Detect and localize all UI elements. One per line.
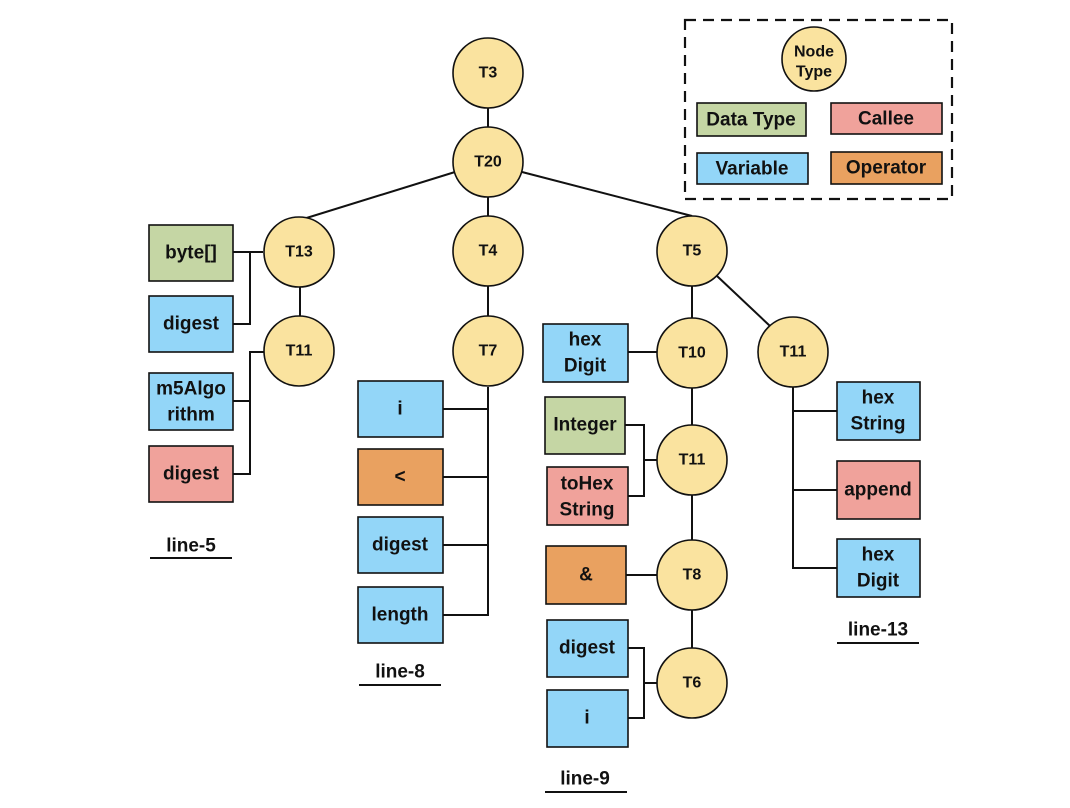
token-digest-var-3: digest [357, 516, 444, 574]
edge-t20-t5 [521, 171, 693, 217]
token-digest-var-4: digest [546, 619, 629, 678]
node-t20: T20 [452, 126, 524, 198]
token-hexstring-label-1: hex [862, 388, 895, 409]
edge-t5-t11c [716, 275, 771, 327]
token-i-2-label: i [584, 708, 589, 729]
legend-node-circle [781, 26, 847, 92]
token-integer-label: Integer [553, 415, 617, 436]
node-t11-line5: T11 [263, 315, 335, 387]
token-i-1: i [357, 380, 444, 438]
node-t3-label: T3 [479, 65, 498, 82]
caption-line-13-label: line-13 [848, 620, 908, 641]
caption-line-13: line-13 [837, 620, 919, 644]
node-t20-label: T20 [474, 154, 502, 171]
node-t13: T13 [263, 216, 335, 288]
node-t6: T6 [656, 647, 728, 719]
token-hexdigit-2-label-1: hex [862, 545, 895, 566]
token-append: append [836, 460, 921, 520]
legend-variable-label: Variable [716, 159, 789, 180]
edge-t20-t13 [299, 171, 456, 221]
node-t4-label: T4 [479, 243, 498, 260]
token-length-label: length [372, 605, 429, 626]
connector-digest4-i2 [628, 647, 645, 719]
line-captions: line-5 line-8 line-9 line-13 [150, 536, 919, 793]
node-t11-line9: T11 [656, 424, 728, 496]
connector-t11a-digest2 [233, 351, 264, 475]
token-integer: Integer [544, 396, 626, 455]
node-t11-line5-label: T11 [286, 343, 313, 360]
caption-line-5-label: line-5 [166, 536, 216, 557]
legend-node-label-1: Node [794, 44, 834, 61]
legend-operator-swatch [830, 151, 943, 185]
node-t5: T5 [656, 215, 728, 287]
token-hexdigit-1-label-1: hex [569, 330, 602, 351]
token-hexdigit-2-label-2: Digit [857, 571, 900, 592]
connector-t7-spine [443, 387, 489, 616]
token-ampersand-label: & [579, 565, 593, 586]
legend: Node Type Data Type Callee Variable Oper… [683, 18, 954, 201]
token-byte-array: byte[] [148, 224, 234, 282]
node-t11-line13-label: T11 [780, 344, 807, 361]
token-digest-var-4-label: digest [559, 638, 616, 659]
node-t4: T4 [452, 215, 524, 287]
node-t13-label: T13 [285, 244, 313, 261]
token-digest-callee: digest [148, 445, 234, 503]
node-t8-label: T8 [683, 567, 702, 584]
token-tohexstring: toHex String [546, 466, 629, 526]
token-hexdigit-1: hex Digit [542, 323, 629, 383]
token-i-2: i [546, 689, 629, 748]
legend-callee-label: Callee [858, 109, 914, 130]
legend-frame [683, 18, 954, 201]
token-length: length [357, 586, 444, 644]
node-t10: T10 [656, 317, 728, 389]
node-t10-label: T10 [678, 345, 706, 362]
connector-t11c-spine [792, 387, 837, 569]
token-digest-var-1: digest [148, 295, 234, 353]
caption-line-9-label: line-9 [560, 769, 610, 790]
token-digest-var-1-label: digest [163, 314, 220, 335]
legend-node-label-2: Type [796, 64, 832, 81]
legend-variable-swatch [696, 152, 809, 185]
node-t8: T8 [656, 539, 728, 611]
token-tohexstring-label-1: toHex [561, 474, 614, 495]
token-digest-var-3-label: digest [372, 535, 429, 556]
legend-callee-swatch [830, 102, 943, 135]
token-hexstring-label-2: String [851, 414, 906, 435]
caption-line-8: line-8 [359, 662, 441, 686]
token-hexdigit-1-label-2: Digit [564, 356, 607, 377]
node-t11-line9-label: T11 [679, 452, 706, 469]
legend-data-type-label: Data Type [706, 110, 795, 131]
node-t5-label: T5 [683, 243, 702, 260]
caption-line-9: line-9 [545, 769, 627, 793]
token-tohexstring-label-2: String [560, 500, 615, 521]
token-boxes: byte[] digest m5Algo rithm digest i < di… [148, 224, 921, 748]
token-append-label: append [844, 480, 912, 501]
token-m5algorithm-label-2: rithm [167, 405, 215, 426]
legend-operator-label: Operator [846, 158, 927, 179]
token-digest-callee-label: digest [163, 464, 220, 485]
token-m5algorithm: m5Algo rithm [148, 372, 234, 431]
caption-line-5: line-5 [150, 536, 232, 559]
tree-nodes: T3 T20 T13 T4 T5 T11 T7 T10 [263, 37, 829, 719]
token-hexstring: hex String [836, 381, 921, 441]
node-t3: T3 [452, 37, 524, 109]
token-m5algorithm-label-1: m5Algo [156, 379, 226, 400]
edges [233, 107, 837, 719]
token-byte-array-label: byte[] [165, 243, 217, 264]
token-less-than: < [357, 448, 444, 506]
token-hexdigit-2: hex Digit [836, 538, 921, 598]
token-ampersand: & [545, 545, 627, 605]
node-t7: T7 [452, 315, 524, 387]
token-i-1-label: i [397, 399, 402, 420]
connector-digest1 [233, 252, 251, 325]
node-t11-line13: T11 [757, 316, 829, 388]
node-t7-label: T7 [479, 343, 498, 360]
node-t6-label: T6 [683, 675, 702, 692]
token-less-than-label: < [394, 467, 405, 488]
legend-data-type-swatch [696, 102, 807, 137]
caption-line-8-label: line-8 [375, 662, 425, 683]
